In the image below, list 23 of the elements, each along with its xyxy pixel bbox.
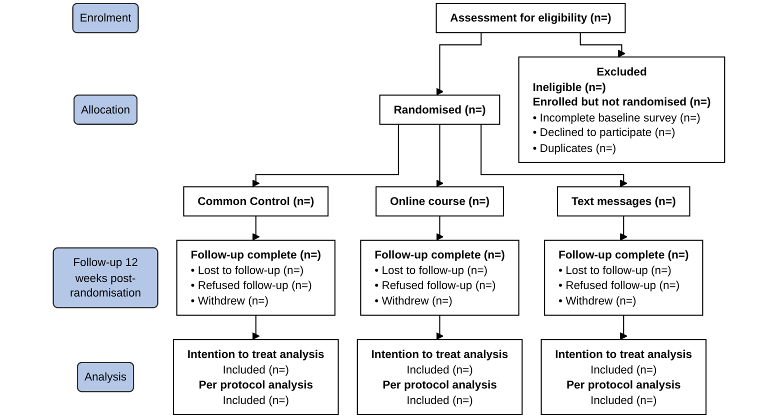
node-box: Follow-up complete (n=) • Lost to follow-up (n=) • Refused follow-up (n=) • Withdrew (n=) xyxy=(544,240,704,316)
arrow xyxy=(436,315,444,340)
node-box: Randomised (n=) xyxy=(379,94,500,125)
arrow xyxy=(620,315,628,340)
arrow xyxy=(480,124,628,188)
arrow xyxy=(252,216,260,241)
node-box: Intention to treat analysis Included (n=) Per protocol analysis Included (n=) xyxy=(356,339,523,416)
node-box: Intention to treat analysis Included (n=) Per protocol analysis Included (n=) xyxy=(540,339,707,416)
arrow xyxy=(580,32,626,58)
node-box: Excluded Ineligible (n=) Enrolled but not randomised (n=) • Incomplete baseline survey (n=) • Declined to participate (n=) • Duplicates (n=) xyxy=(518,56,726,163)
node-box: Follow-up complete (n=) • Lost to follow-up (n=) • Refused follow-up (n=) • Withdrew (n=) xyxy=(360,240,520,316)
node-box: Online course (n=) xyxy=(376,186,504,216)
node-box: Common Control (n=) xyxy=(183,186,329,216)
arrow xyxy=(252,124,399,188)
node-box: Intention to treat analysis Included (n=) Per protocol analysis Included (n=) xyxy=(172,339,339,416)
node-box: Text messages (n=) xyxy=(557,186,690,216)
arrow xyxy=(252,315,260,340)
arrow xyxy=(436,32,482,96)
node-box: Follow-up complete (n=) • Lost to follow-up (n=) • Refused follow-up (n=) • Withdrew (n=) xyxy=(176,240,336,316)
arrow xyxy=(436,124,444,188)
arrow xyxy=(436,216,444,241)
node-box: Assessment for eligibility (n=) xyxy=(436,2,626,34)
arrow xyxy=(620,216,628,241)
